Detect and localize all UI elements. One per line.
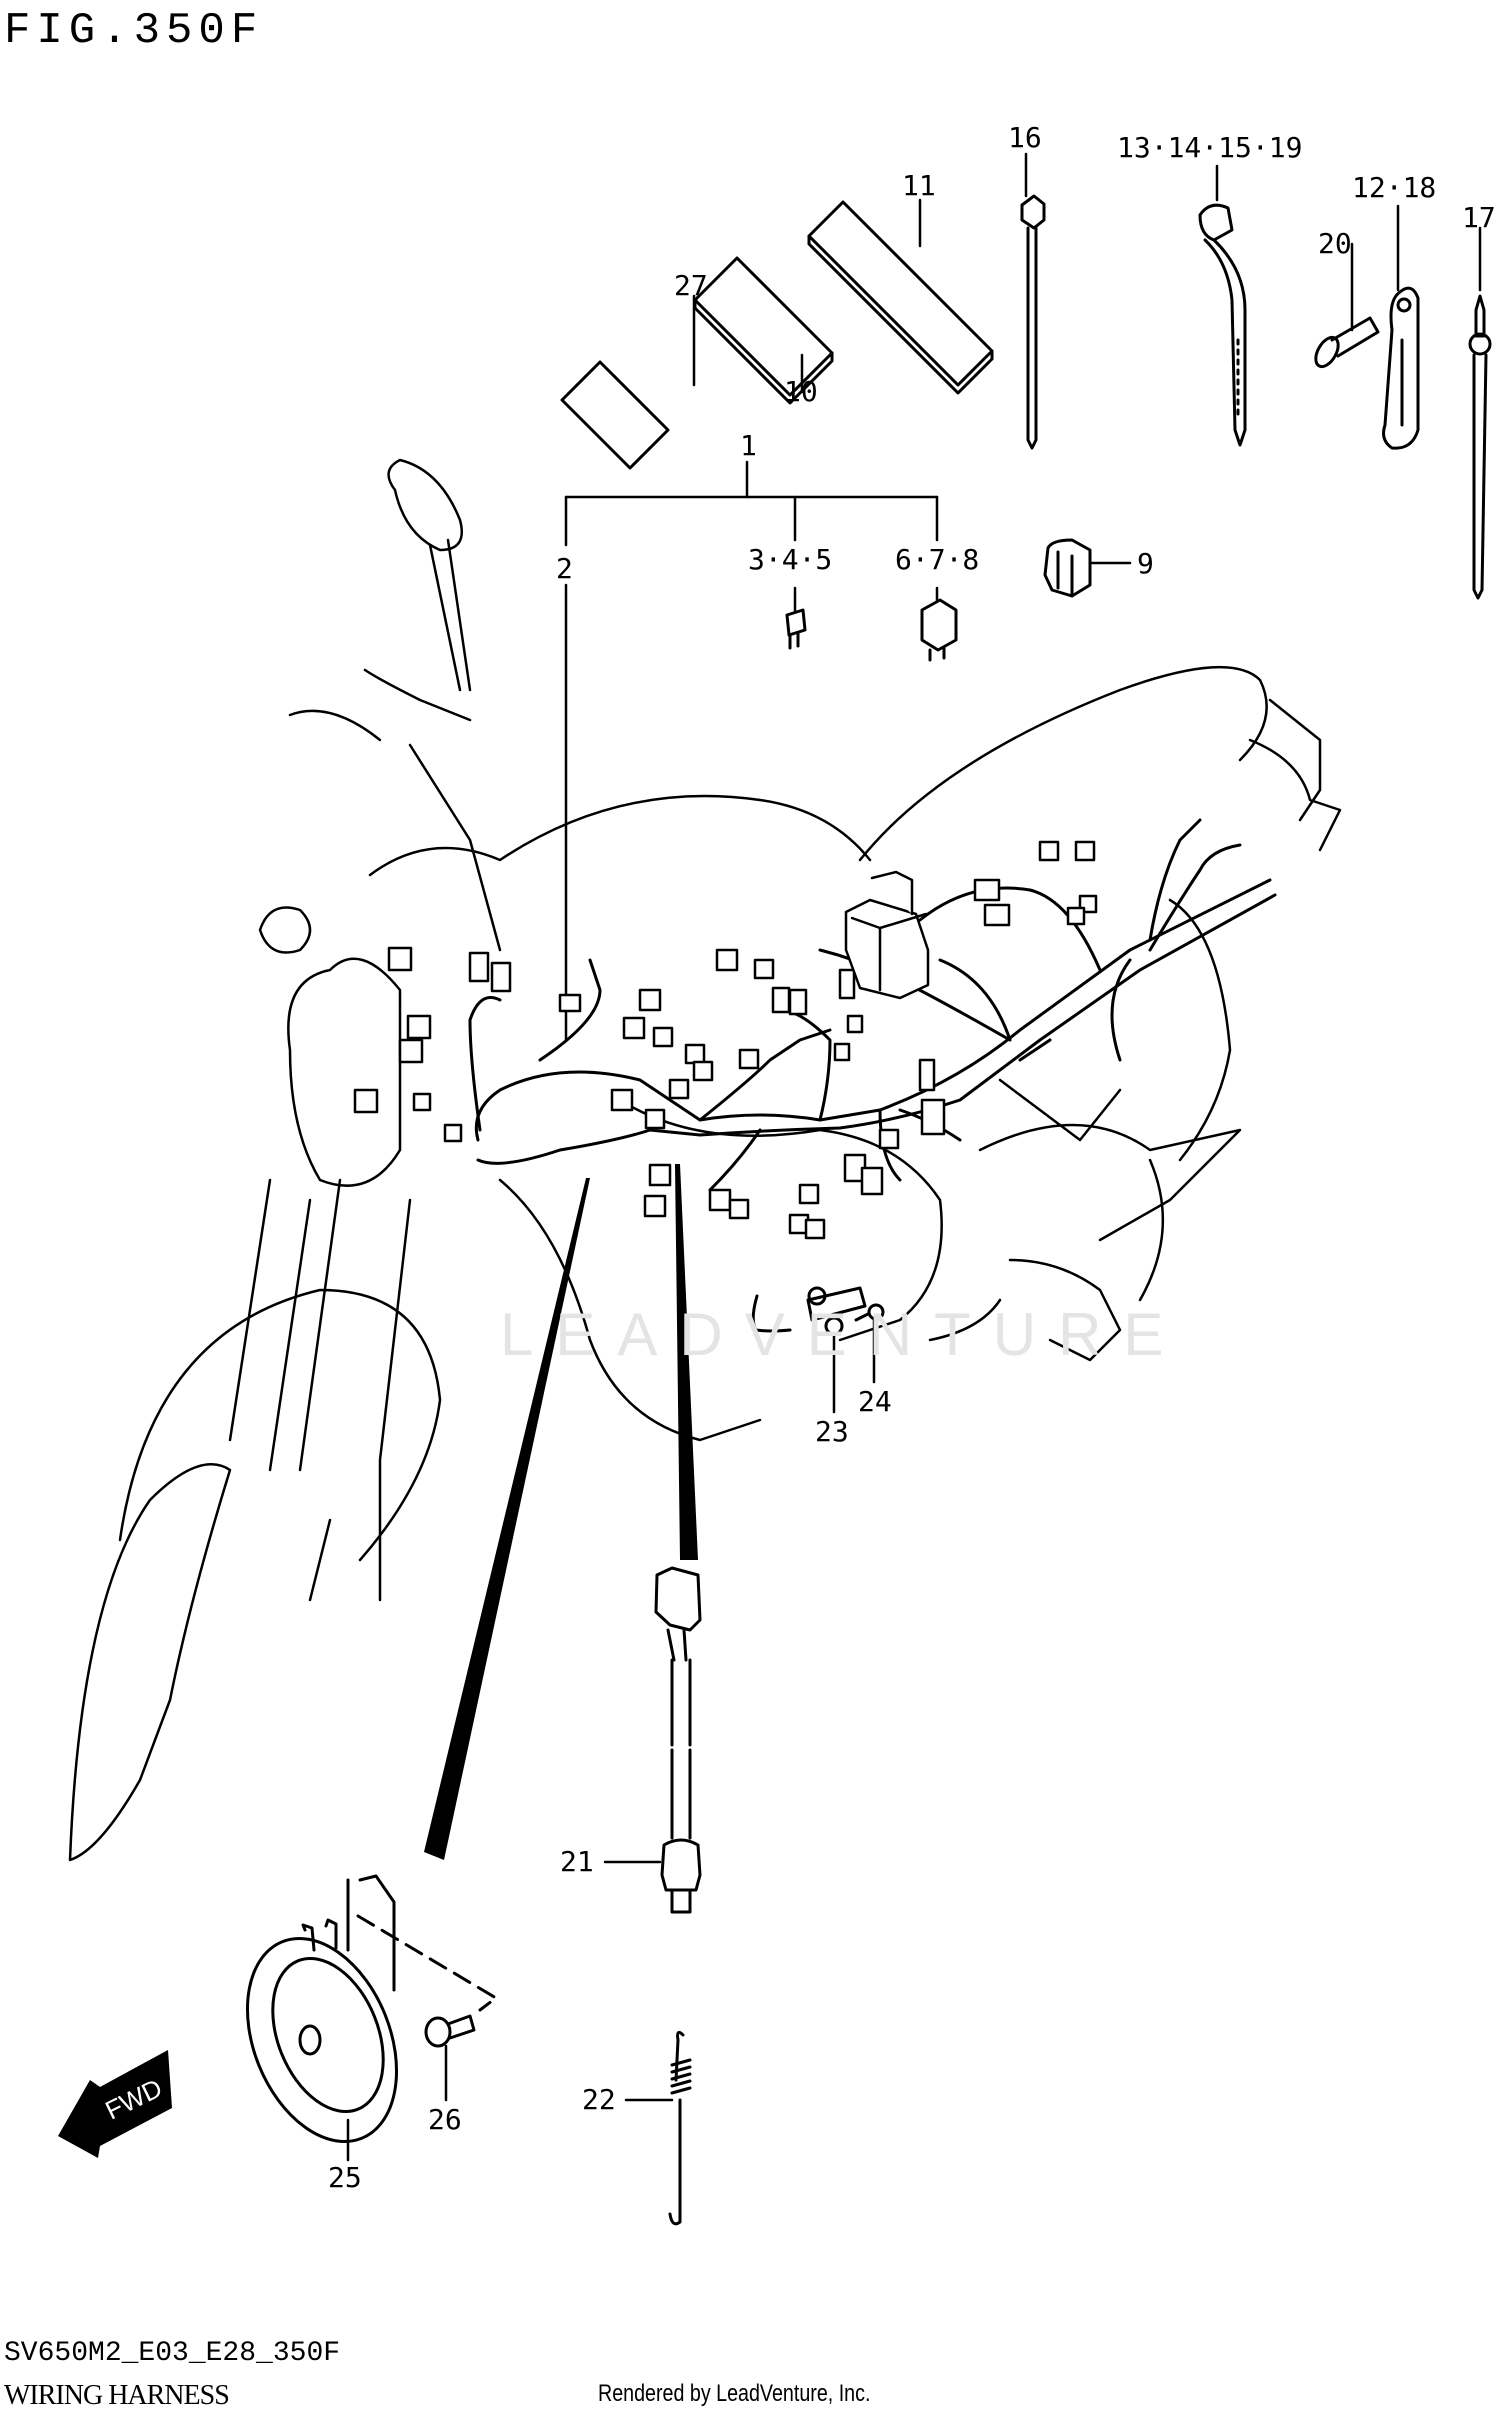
callout-24: 24 [858, 1385, 892, 1418]
callout-25: 25 [328, 2161, 362, 2194]
callout-10: 10 [784, 375, 818, 408]
callout-22: 22 [582, 2083, 616, 2116]
screw-20-icon [1314, 316, 1380, 369]
callout-20: 20 [1318, 227, 1352, 260]
leader-lines-21-22 [603, 1860, 674, 2102]
fuse-icon [785, 608, 807, 650]
horn-25-icon [245, 1874, 498, 2144]
leader-lines-23-24 [832, 1318, 876, 1414]
callout-11: 11 [902, 169, 936, 202]
clamp-12-icon [1382, 286, 1420, 450]
callout-3-4-5: 3·4·5 [748, 543, 833, 576]
pad-27-icon [560, 360, 670, 470]
pointer-wedges [424, 1164, 698, 1860]
cable-tie-with-clip-13-icon [1198, 203, 1247, 447]
callout-16: 16 [1008, 121, 1042, 154]
callout-12-18: 12·18 [1352, 171, 1437, 204]
callout-27: 27 [674, 269, 708, 302]
figure-title: FIG.350F [4, 6, 264, 56]
callout-6-7-8: 6·7·8 [895, 543, 980, 576]
leader-lines [692, 152, 1482, 394]
screw-24-icon [854, 1303, 885, 1322]
motorcycle-outline [68, 458, 1342, 1862]
callout-1: 1 [740, 429, 757, 462]
leader-lines-25-26 [346, 2044, 448, 2162]
spring-22-icon [668, 2030, 692, 2226]
connector-cover-icon [1043, 538, 1132, 598]
pad-11-icon [807, 200, 994, 395]
callout-2: 2 [556, 552, 573, 585]
fwd-arrow-icon [58, 2050, 172, 2158]
callout-21: 21 [560, 1845, 594, 1878]
relay-icon [920, 598, 958, 662]
diagram-code: SV650M2_E03_E28_350F [4, 2338, 341, 2369]
callout-9: 9 [1137, 547, 1154, 580]
callout-tree-1 [564, 460, 939, 1042]
callout-17: 17 [1462, 201, 1496, 234]
watermark: LEADVENTURE [500, 1301, 1186, 1368]
wiring-harness [468, 818, 1277, 1192]
callout-23: 23 [815, 1415, 849, 1448]
callout-26: 26 [428, 2103, 462, 2136]
section-name: WIRING HARNESS [4, 2380, 230, 2411]
cable-tie-16-icon [1020, 194, 1046, 450]
render-credit: Rendered by LeadVenture, Inc. [598, 2380, 871, 2407]
bolt-26-icon [424, 2014, 476, 2048]
callout-13-14-15-19: 13·14·15·19 [1117, 131, 1303, 164]
cable-tie-17-icon [1468, 294, 1492, 600]
harness-connectors [353, 840, 1098, 1240]
switch-23-icon [751, 1286, 867, 1336]
switch-sensor-21-icon [654, 1566, 702, 1914]
